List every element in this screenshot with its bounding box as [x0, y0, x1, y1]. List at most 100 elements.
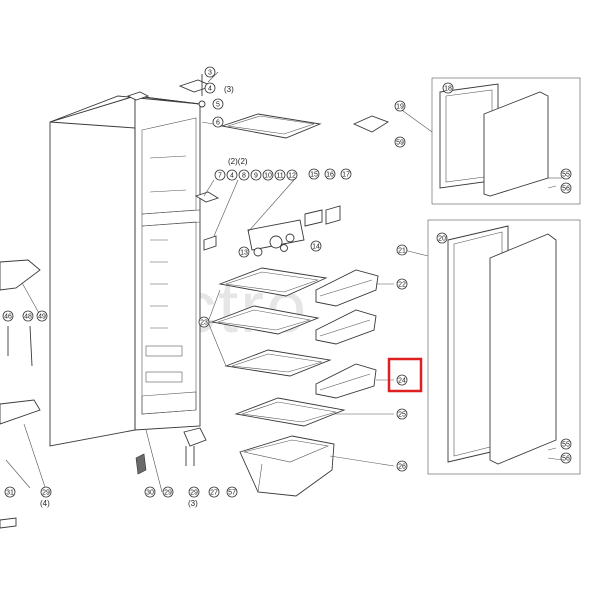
svg-text:55: 55 [562, 172, 570, 179]
svg-text:12: 12 [288, 173, 296, 180]
callout-12: 12 [286, 169, 298, 181]
svg-text:4: 4 [230, 173, 234, 180]
svg-text:49: 49 [38, 314, 46, 321]
callout-8: 8 [238, 169, 250, 181]
svg-text:19: 19 [396, 104, 404, 111]
svg-text:23: 23 [200, 320, 208, 327]
svg-text:30: 30 [146, 490, 154, 497]
svg-text:29: 29 [190, 490, 198, 497]
svg-text:4: 4 [208, 86, 212, 93]
callout-29-mid: 29 [162, 486, 174, 498]
callout-14: 14 [310, 240, 322, 252]
hinge-cover [352, 115, 390, 133]
left-side-parts [0, 259, 41, 529]
svg-text:7: 7 [218, 173, 222, 180]
callout-24: 24 [396, 374, 408, 386]
svg-text:16: 16 [326, 172, 334, 179]
svg-text:27: 27 [210, 490, 218, 497]
svg-text:3: 3 [208, 70, 212, 77]
svg-text:5: 5 [216, 102, 220, 109]
callouts: (3) 4 3 5 6 (2)(2) 7 4 8 9 10 11 12 15 1… [2, 66, 572, 508]
callout-26: 26 [396, 460, 408, 472]
callout-56a: 56 [560, 182, 572, 194]
door-balconies [315, 269, 379, 399]
svg-text:21: 21 [398, 248, 406, 255]
svg-text:26: 26 [398, 464, 406, 471]
svg-text:6: 6 [216, 120, 220, 127]
svg-text:29: 29 [164, 490, 172, 497]
callout-15: 15 [308, 168, 320, 180]
qty-note-29-3: (3) [188, 499, 198, 508]
callout-59: 59 [394, 136, 406, 148]
callout-13: 13 [238, 246, 250, 258]
svg-text:48: 48 [24, 314, 32, 321]
callout-17: 17 [340, 168, 352, 180]
callout-55b: 55 [560, 438, 572, 450]
svg-text:20: 20 [438, 236, 446, 243]
callout-16: 16 [324, 168, 336, 180]
svg-text:9: 9 [254, 173, 258, 180]
svg-text:31: 31 [6, 490, 14, 497]
crisper-drawer [239, 435, 335, 497]
freezer-door [439, 83, 549, 197]
svg-text:56: 56 [562, 456, 570, 463]
svg-text:11: 11 [276, 173, 283, 180]
callout-23: 23 [198, 316, 210, 328]
svg-text:18: 18 [444, 86, 452, 93]
leader-lines [5, 107, 563, 493]
cabinet [49, 91, 201, 447]
callout-7: 7 [214, 169, 226, 181]
callout-55a: 55 [560, 168, 572, 180]
fresh-door [447, 225, 557, 465]
svg-text:29: 29 [42, 490, 50, 497]
bottom-hinge-parts [135, 427, 207, 475]
svg-text:57: 57 [228, 490, 236, 497]
qty-note-29-4: (4) [40, 499, 50, 508]
svg-text:17: 17 [342, 172, 350, 179]
highlight-box-24 [387, 357, 423, 393]
freezer-door-group-box [431, 77, 581, 205]
crisper-cover [234, 397, 346, 427]
svg-text:55: 55 [562, 442, 570, 449]
svg-text:22: 22 [398, 282, 406, 289]
callout-5: 5 [212, 98, 224, 110]
fresh-door-group-box [427, 219, 581, 475]
callout-18: 18 [442, 82, 454, 94]
glass-shelves [210, 267, 332, 377]
callout-49: 49 [36, 310, 48, 322]
callout-3: (3) [224, 85, 234, 94]
svg-text:56: 56 [562, 186, 570, 193]
svg-text:25: 25 [398, 412, 406, 419]
callout-10: 10 [262, 169, 274, 181]
callout-30: 30 [144, 486, 156, 498]
svg-text:24: 24 [398, 378, 406, 385]
callout-29-left: 29 [40, 486, 52, 498]
callout-27: 27 [208, 486, 220, 498]
callout-29-right: 29 [188, 486, 200, 498]
callout-22: 22 [396, 278, 408, 290]
control-panel-parts [194, 191, 341, 257]
callout-57: 57 [226, 486, 238, 498]
callout-48: 48 [22, 310, 34, 322]
svg-text:10: 10 [264, 173, 272, 180]
callout-21: 21 [396, 244, 408, 256]
callout-9: 9 [250, 169, 262, 181]
svg-text:46: 46 [4, 314, 12, 321]
svg-text:13: 13 [240, 250, 248, 257]
callout-3b: 3 [204, 66, 216, 78]
svg-text:8: 8 [242, 173, 246, 180]
callout-4: 4 [204, 82, 216, 94]
svg-text:15: 15 [310, 172, 318, 179]
svg-text:14: 14 [312, 244, 320, 251]
callout-19: 19 [394, 100, 406, 112]
callout-25: 25 [396, 408, 408, 420]
qty-note-2-2: (2)(2) [228, 157, 248, 166]
callout-6: 6 [212, 116, 224, 128]
callout-20: 20 [436, 232, 448, 244]
callout-46: 46 [2, 310, 14, 322]
callout-11: 11 [274, 169, 286, 181]
callout-31: 31 [4, 486, 16, 498]
svg-text:(3): (3) [224, 85, 234, 94]
callout-56b: 56 [560, 452, 572, 464]
